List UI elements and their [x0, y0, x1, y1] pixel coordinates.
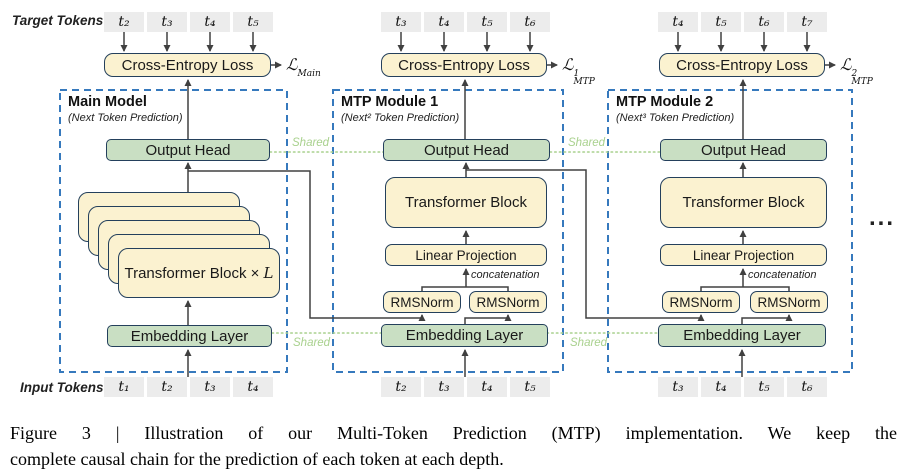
main-model-border — [59, 89, 288, 373]
input-token: t₄ — [233, 377, 273, 397]
target-token: t₃ — [381, 12, 421, 32]
mtp-module-2-border — [607, 89, 853, 373]
target-tokens-label: Target Tokens — [12, 13, 104, 28]
cross-entropy-loss-box: Cross-Entropy Loss — [381, 53, 547, 77]
shared-label: Shared — [292, 137, 330, 149]
target-token: t₄ — [424, 12, 464, 32]
mtp-module-1-border — [332, 89, 564, 373]
module-title: MTP Module 2 — [616, 94, 714, 110]
rmsnorm-box: RMSNorm — [383, 291, 461, 313]
target-token: t₆ — [510, 12, 550, 32]
input-token: t₆ — [787, 377, 827, 397]
input-tokens-label: Input Tokens — [20, 380, 104, 395]
concatenation-label: concatenation — [748, 269, 817, 281]
concat-bracket-1 — [421, 286, 509, 291]
input-token: t₅ — [510, 377, 550, 397]
output-head-box: Output Head — [106, 139, 270, 161]
shared-label: Shared — [568, 137, 606, 149]
module-title: MTP Module 1 — [341, 94, 439, 110]
output-head-box: Output Head — [383, 139, 550, 161]
module-subtitle: (Next³ Token Prediction) — [616, 112, 735, 124]
transformer-stack-var: L — [263, 264, 274, 282]
module-subtitle: (Next Token Prediction) — [68, 112, 183, 124]
rmsnorm-box: RMSNorm — [662, 291, 740, 313]
shared-label: Shared — [570, 337, 608, 349]
transformer-stack-label: Transformer Block × — [124, 264, 260, 282]
target-token: t₆ — [744, 12, 784, 32]
main-to-mtp1-hidden-state — [188, 170, 426, 321]
target-token: t₅ — [233, 12, 273, 32]
module-borders — [59, 89, 853, 373]
module-subtitle: (Next² Token Prediction) — [341, 112, 460, 124]
input-token: t₃ — [424, 377, 464, 397]
input-token: t₃ — [190, 377, 230, 397]
more-modules-ellipsis: ... — [869, 204, 896, 231]
target-token: t₂ — [104, 12, 144, 32]
shared-label: Shared — [293, 337, 331, 349]
linear-projection-box: Linear Projection — [385, 244, 547, 266]
figure-caption: Figure 3 | Illustration of our Multi-Tok… — [10, 420, 897, 472]
target-token: t₇ — [787, 12, 827, 32]
embedding-layer-box: Embedding Layer — [658, 324, 826, 347]
embedding-layer-box: Embedding Layer — [107, 325, 272, 347]
input-token: t₄ — [467, 377, 507, 397]
concat-bracket-2 — [700, 286, 790, 291]
shared-dotted-links — [269, 151, 661, 334]
input-token: t₄ — [701, 377, 741, 397]
target-token: t₃ — [147, 12, 187, 32]
mtp1-to-mtp2-hidden-state — [466, 169, 705, 321]
target-token: t₄ — [658, 12, 698, 32]
input-token: t₅ — [744, 377, 784, 397]
target-token: t₄ — [190, 12, 230, 32]
rmsnorm-box: RMSNorm — [750, 291, 828, 313]
input-token: t₃ — [658, 377, 698, 397]
flow-arrows — [120, 32, 836, 377]
cross-entropy-loss-box: Cross-Entropy Loss — [104, 53, 271, 77]
transformer-block-box: Transformer Block — [660, 177, 827, 228]
cross-entropy-loss-box: Cross-Entropy Loss — [659, 53, 825, 77]
transformer-block-stack-box: Transformer Block × L — [118, 248, 280, 298]
target-token: t₅ — [467, 12, 507, 32]
target-token: t₅ — [701, 12, 741, 32]
rmsnorm-box: RMSNorm — [469, 291, 547, 313]
output-head-box: Output Head — [660, 139, 827, 161]
caption-line-1: Figure 3 | Illustration of our Multi-Tok… — [10, 423, 897, 443]
input-token: t₂ — [381, 377, 421, 397]
linear-projection-box: Linear Projection — [660, 244, 827, 266]
module-title: Main Model — [68, 94, 147, 110]
caption-line-2: complete causal chain for the prediction… — [10, 449, 504, 469]
transformer-block-box: Transformer Block — [385, 177, 547, 228]
concatenation-label: concatenation — [471, 269, 540, 281]
input-token: t₁ — [104, 377, 144, 397]
input-token: t₂ — [147, 377, 187, 397]
embedding-layer-box: Embedding Layer — [381, 324, 548, 347]
